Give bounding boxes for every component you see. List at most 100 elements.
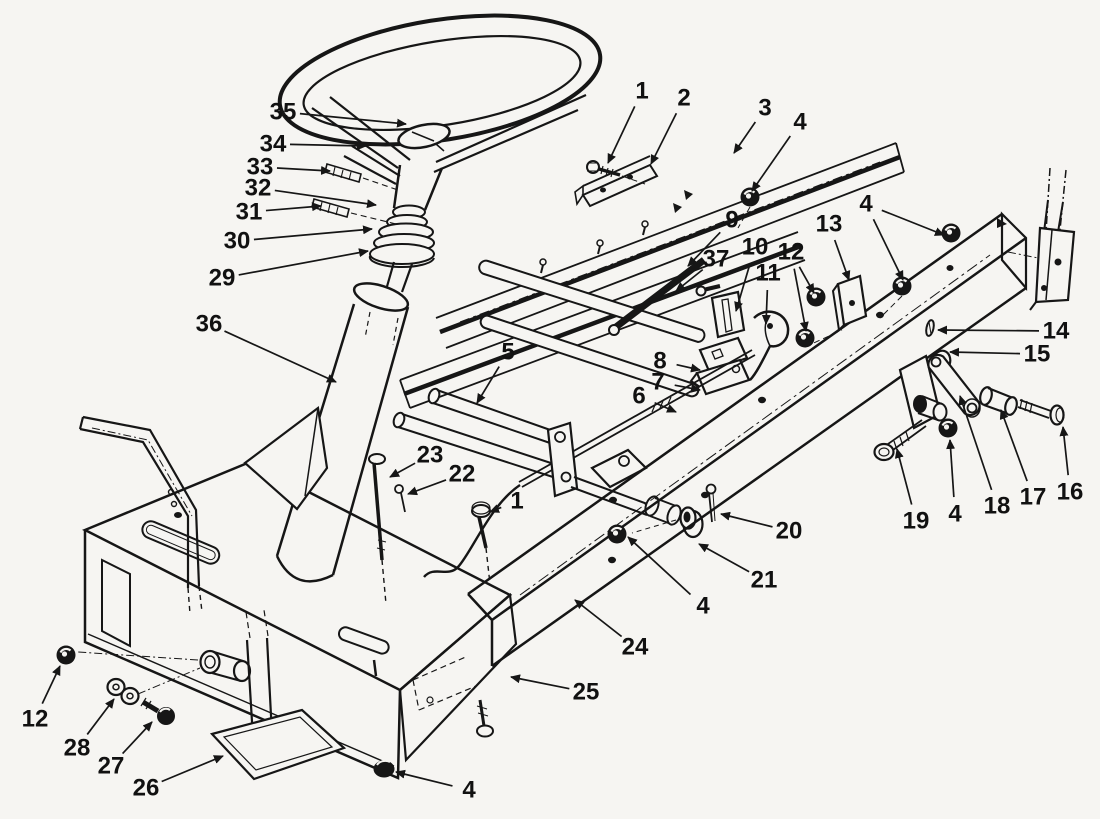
leader-line: [395, 769, 453, 787]
steering-support-channel-3: [435, 142, 905, 349]
leader-line: [999, 409, 1028, 482]
leader-line: [949, 347, 1021, 357]
callout-26-41: 26: [133, 755, 224, 802]
steering-shaft-washer-stack: [368, 214, 435, 293]
leader-line: [299, 112, 407, 128]
cross-strap-upper: [478, 259, 706, 344]
callout-27-40: 27: [98, 721, 153, 780]
callout-11-16: 11: [755, 260, 781, 325]
washers-28: [106, 677, 140, 706]
callout-number: 4: [462, 777, 476, 804]
cotter-pin-22: [394, 484, 406, 513]
callout-9-12: 9: [687, 207, 739, 267]
stud-bolt-under-plate: [372, 659, 494, 738]
leader-line: [238, 248, 369, 276]
callout-number: 19: [903, 508, 930, 535]
leader-line: [733, 121, 757, 154]
callout-7-23: 7: [651, 369, 701, 396]
callout-20-33: 20: [720, 511, 802, 545]
leader-line: [1059, 426, 1070, 476]
callout-number: 31: [236, 199, 263, 226]
leader-line: [224, 330, 337, 383]
callout-37-14: 37: [675, 246, 730, 292]
dome-nut-4: [373, 759, 395, 778]
callout-number: 15: [1024, 341, 1051, 368]
callout-number: 37: [703, 246, 730, 273]
callout-33-2: 33: [247, 154, 331, 181]
leader-line: [958, 395, 993, 491]
leader-line: [833, 239, 851, 281]
callout-number: 27: [98, 753, 125, 780]
leader-line: [476, 366, 500, 404]
callout-number: 36: [196, 311, 223, 338]
callout-32-3: 32: [245, 175, 377, 209]
roll-pin-31: [311, 198, 397, 225]
leader-line: [607, 106, 636, 164]
callout-number: 12: [22, 706, 49, 733]
leader-line: [265, 202, 322, 212]
callout-4-18: 4: [859, 191, 945, 281]
leader-line: [274, 189, 377, 209]
steering-wheel-cap: [397, 122, 451, 152]
callout-25-37: 25: [510, 674, 599, 706]
leader-line: [946, 439, 956, 498]
callout-number: 9: [725, 207, 738, 234]
callout-5-21: 5: [476, 339, 515, 404]
callout-22-26: 22: [407, 461, 475, 496]
callout-number: 6: [632, 383, 645, 410]
leader-line: [872, 218, 904, 281]
callout-number: 11: [755, 260, 780, 287]
callout-3-10: 3: [733, 95, 772, 154]
leader-line: [654, 401, 677, 413]
callout-17-29: 17: [999, 409, 1047, 511]
callout-18-30: 18: [958, 395, 1010, 520]
callout-15-20: 15: [949, 341, 1051, 368]
callout-number: 1: [635, 78, 648, 105]
callout-number: 13: [816, 211, 843, 238]
leader-line: [389, 462, 416, 478]
leader-line: [720, 511, 773, 528]
callout-24-36: 24: [574, 599, 649, 661]
leader-line: [407, 479, 447, 496]
callout-number: 24: [622, 634, 649, 661]
callout-number: 23: [417, 442, 444, 469]
callout-2-9: 2: [650, 85, 691, 165]
callout-number: 14: [1043, 318, 1070, 345]
callout-1-27: 1: [489, 488, 524, 515]
leader-line: [894, 448, 913, 505]
callout-10-13: 10: [734, 234, 769, 312]
callout-number: 28: [64, 735, 91, 762]
callout-16-28: 16: [1057, 426, 1084, 506]
pedal-bracket: [78, 415, 203, 615]
callout-number: 7: [651, 369, 664, 396]
spring-pin-14: [925, 319, 935, 337]
callout-12-38: 12: [22, 665, 61, 733]
callout-23-25: 23: [389, 442, 444, 478]
callout-29-6: 29: [209, 248, 369, 292]
callout-number: 10: [742, 234, 769, 261]
callout-number: 8: [653, 348, 666, 375]
callout-19-32: 19: [894, 448, 930, 535]
leader-line: [276, 165, 331, 175]
callout-28-39: 28: [64, 698, 115, 762]
spacer-plate-13: [831, 274, 868, 333]
callout-number: 32: [245, 175, 272, 202]
leader-line: [574, 599, 623, 638]
callout-30-5: 30: [224, 225, 373, 255]
callout-number: 21: [751, 567, 778, 594]
bolt-23: [368, 453, 387, 605]
latch-plate-7: [689, 358, 751, 396]
callout-number: 17: [1020, 484, 1047, 511]
callout-36-7: 36: [196, 311, 337, 383]
bellcrank-link: [546, 421, 579, 498]
cotter-pin-20: [705, 483, 717, 523]
axle-spacer: [644, 495, 682, 526]
callout-31-4: 31: [236, 199, 322, 226]
callout-number: 16: [1057, 479, 1084, 506]
leader-line: [761, 289, 771, 325]
leader-line: [675, 268, 704, 292]
column-support-foot: [77, 609, 347, 781]
callout-number: 34: [260, 131, 287, 158]
